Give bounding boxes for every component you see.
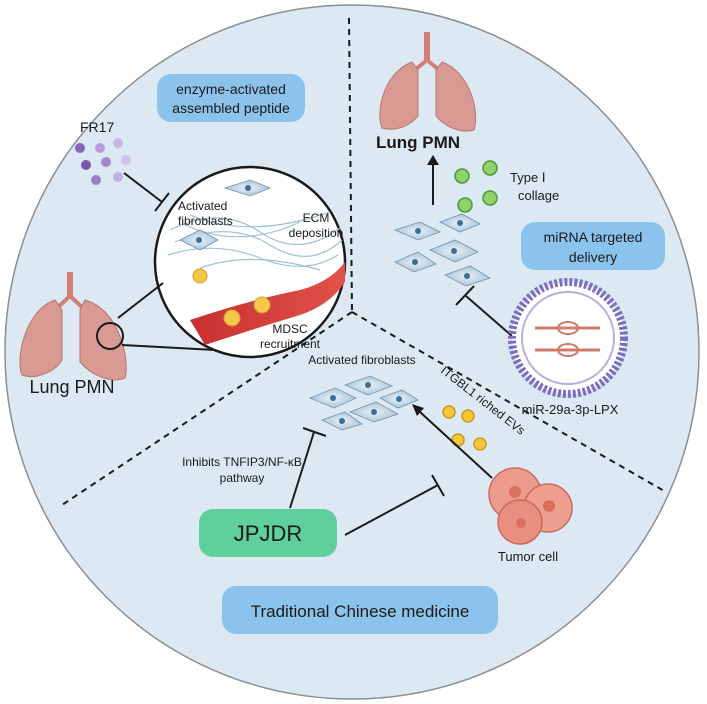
tcm-label: Traditional Chinese medicine <box>251 602 470 621</box>
deposition-label: deposition <box>289 226 344 240</box>
fibroblast-cluster-right <box>393 213 491 287</box>
jpjdr-inhibition-lines <box>289 427 445 536</box>
fibroblast-cluster-bottom <box>308 375 419 431</box>
collage-label: collage <box>518 188 559 203</box>
top-left-badge: enzyme-activated assembled peptide <box>157 74 305 122</box>
inhibit-line1: Inhibits TNFIP3/NF-κB <box>182 455 302 469</box>
ecm-label: ECM <box>303 211 330 225</box>
lung-magnify-lines <box>117 282 216 351</box>
mirna-badge: miRNA targeted delivery <box>521 222 665 270</box>
divider-lines <box>61 17 667 506</box>
arrow-tumor-to-fibroblasts <box>412 404 493 479</box>
mirna-line2: delivery <box>569 249 617 265</box>
activated-label: Activated <box>178 199 227 213</box>
fr17-label: FR17 <box>80 119 114 135</box>
recruitment-label: recruitment <box>260 337 321 351</box>
tcm-badge: Traditional Chinese medicine <box>222 586 498 634</box>
mirna-line1: miRNA targeted <box>544 229 643 245</box>
fr17-inhibition-line <box>123 172 170 212</box>
lung-left <box>19 272 127 381</box>
mir-lpx-label: miR-29a-3p-LPX <box>522 402 619 417</box>
tumor-cells <box>488 467 573 545</box>
fr17-dots <box>75 138 131 185</box>
lung-pmn-left: Lung PMN <box>29 377 114 397</box>
badge-line1: enzyme-activated <box>176 81 286 97</box>
inhibit-line2: pathway <box>220 471 265 485</box>
mdsc-label: MDSC <box>272 322 308 336</box>
lung-pmn-right: Lung PMN <box>376 133 460 152</box>
badge-line2: assembled peptide <box>172 100 290 116</box>
type-i-label: Type Ⅰ <box>510 170 546 185</box>
collagen-dots <box>454 160 498 213</box>
fibroblasts-label: fibroblasts <box>178 214 233 228</box>
magnified-circle: Activated fibroblasts ECM deposition MDS… <box>153 165 347 359</box>
lung-right <box>379 32 477 132</box>
liposome-inhibition-line <box>455 285 513 337</box>
ev-dots <box>442 405 487 451</box>
jpjdr-badge: JPJDR <box>199 509 337 557</box>
liposome <box>508 278 628 398</box>
jpjdr-label: JPJDR <box>234 521 302 546</box>
tumor-label: Tumor cell <box>498 549 558 564</box>
activated-fibroblasts-label: Activated fibroblasts <box>308 353 415 367</box>
arrow-to-lung <box>427 155 439 205</box>
